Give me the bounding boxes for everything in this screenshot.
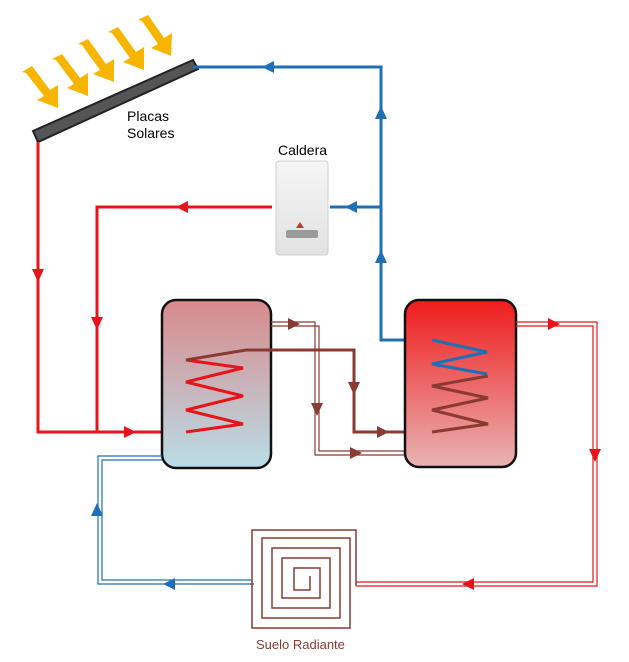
solar-panels-label-line1: Placas (127, 108, 169, 124)
coil-pipe-arrows (288, 318, 389, 459)
cold-pipe-arrows (262, 61, 387, 263)
floor-return-pipe (97, 455, 252, 585)
storage-tank-right (403, 298, 518, 469)
hot-supply-pipe (36, 142, 272, 434)
solar-panel (31, 58, 200, 144)
tank-link-pipe (271, 321, 406, 456)
hot-pipe-arrows (32, 201, 188, 438)
sun-rays-icon (22, 15, 172, 108)
floor-return-arrows (91, 503, 175, 590)
boiler-unit-icon (275, 160, 329, 256)
tank-right-blue-coil (431, 338, 488, 376)
storage-tank-left (160, 298, 273, 470)
radiant-floor-spiral-icon (250, 529, 357, 629)
tank-left-coil (185, 358, 244, 434)
floor-supply-arrows (462, 318, 601, 590)
boiler-label: Caldera (278, 142, 327, 158)
solar-panels-label-line2: Solares (127, 125, 174, 141)
tank-right-brown-coil (431, 374, 489, 434)
radiant-floor-label: Suelo Radiante (256, 637, 345, 652)
